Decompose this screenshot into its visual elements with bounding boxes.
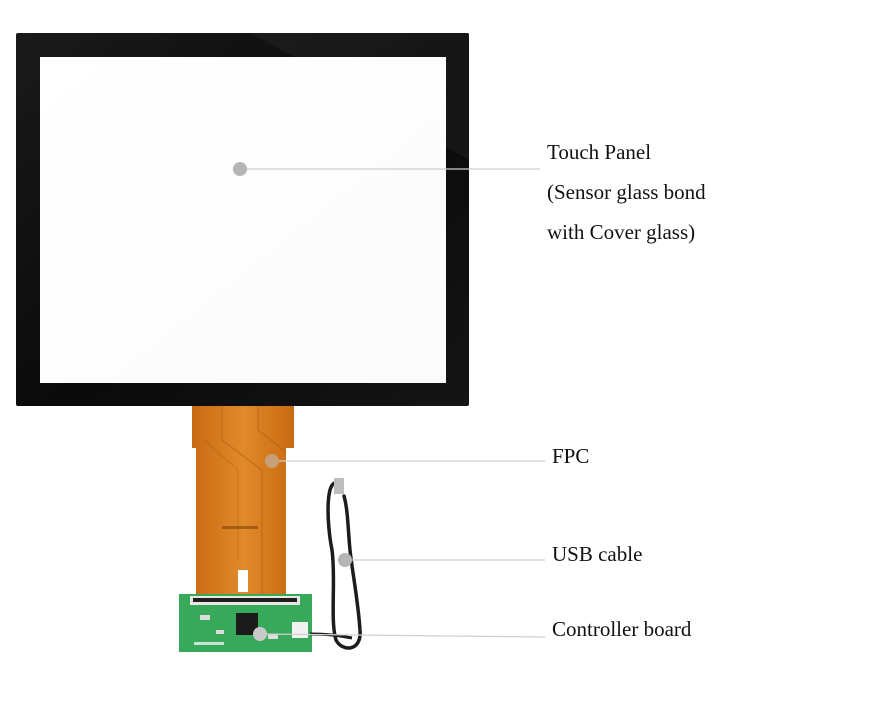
touch-panel (16, 33, 469, 406)
controller-chip (236, 613, 258, 635)
marker-touch-panel (233, 162, 247, 176)
connector-pins (193, 598, 297, 602)
controller-board (179, 594, 312, 652)
smd-component-1 (200, 615, 210, 620)
fpc-upper-tail (192, 406, 294, 598)
label-touch-panel-line-3: with Cover glass) (547, 220, 696, 244)
fpc-fold-line-3 (203, 439, 239, 560)
annotations (233, 162, 546, 641)
label-touch-panel: Touch Panel (Sensor glass bond with Cove… (547, 132, 706, 252)
fpc-fold-line-2 (257, 406, 287, 453)
smd-component-2 (216, 630, 224, 634)
touch-panel-glass (40, 57, 446, 383)
marker-controller-board (253, 627, 267, 641)
label-usb-cable: USB cable (552, 542, 643, 566)
fpc-slot (238, 570, 248, 592)
label-controller-board: Controller board (552, 617, 692, 641)
silkscreen-text (194, 642, 224, 645)
fpc (192, 406, 294, 598)
usb-plug (334, 478, 344, 494)
fpc-print (222, 526, 258, 529)
label-fpc: FPC (552, 444, 590, 468)
usb-cable (309, 478, 362, 650)
usb-connector (292, 622, 308, 638)
cable-body (326, 481, 362, 650)
label-touch-panel-line-1: Touch Panel (547, 140, 652, 164)
marker-fpc (265, 454, 279, 468)
leader-controller-board (259, 633, 546, 638)
fpc-fold-line-1 (221, 406, 263, 598)
smd-component-3 (268, 634, 278, 639)
label-touch-panel-line-2: (Sensor glass bond (547, 180, 706, 204)
marker-usb-cable (338, 553, 352, 567)
